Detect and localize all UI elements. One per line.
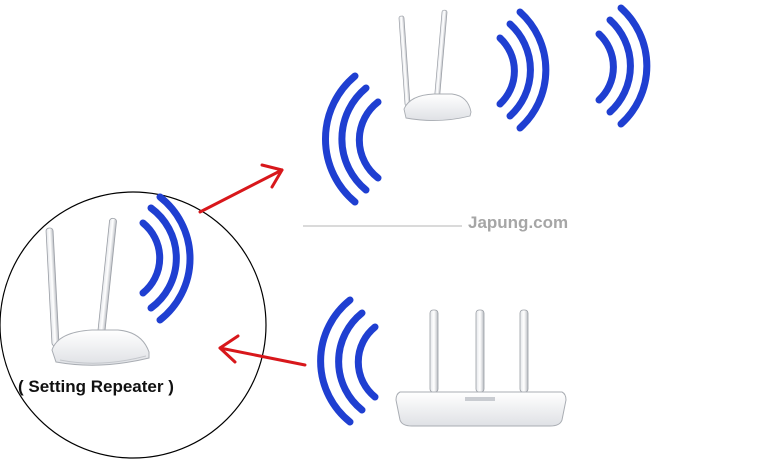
- target-signal-right-icon: [496, 8, 550, 132]
- main-router-icon: [395, 309, 567, 427]
- repeater-router-icon: [45, 217, 150, 366]
- arrow-to-target-icon: [198, 163, 284, 214]
- target-signal-left-icon: [321, 72, 382, 206]
- repeater-signal-icon: [139, 193, 194, 324]
- watermark-text: Japung.com: [468, 213, 569, 232]
- repeater-circle: [0, 191, 267, 459]
- main-signal-icon: [317, 296, 379, 426]
- target-router-icon: [398, 9, 472, 122]
- extended-signal-icon: [595, 4, 651, 128]
- repeater-caption: ( Setting Repeater ): [18, 377, 174, 396]
- arrow-to-repeater-icon: [218, 334, 307, 367]
